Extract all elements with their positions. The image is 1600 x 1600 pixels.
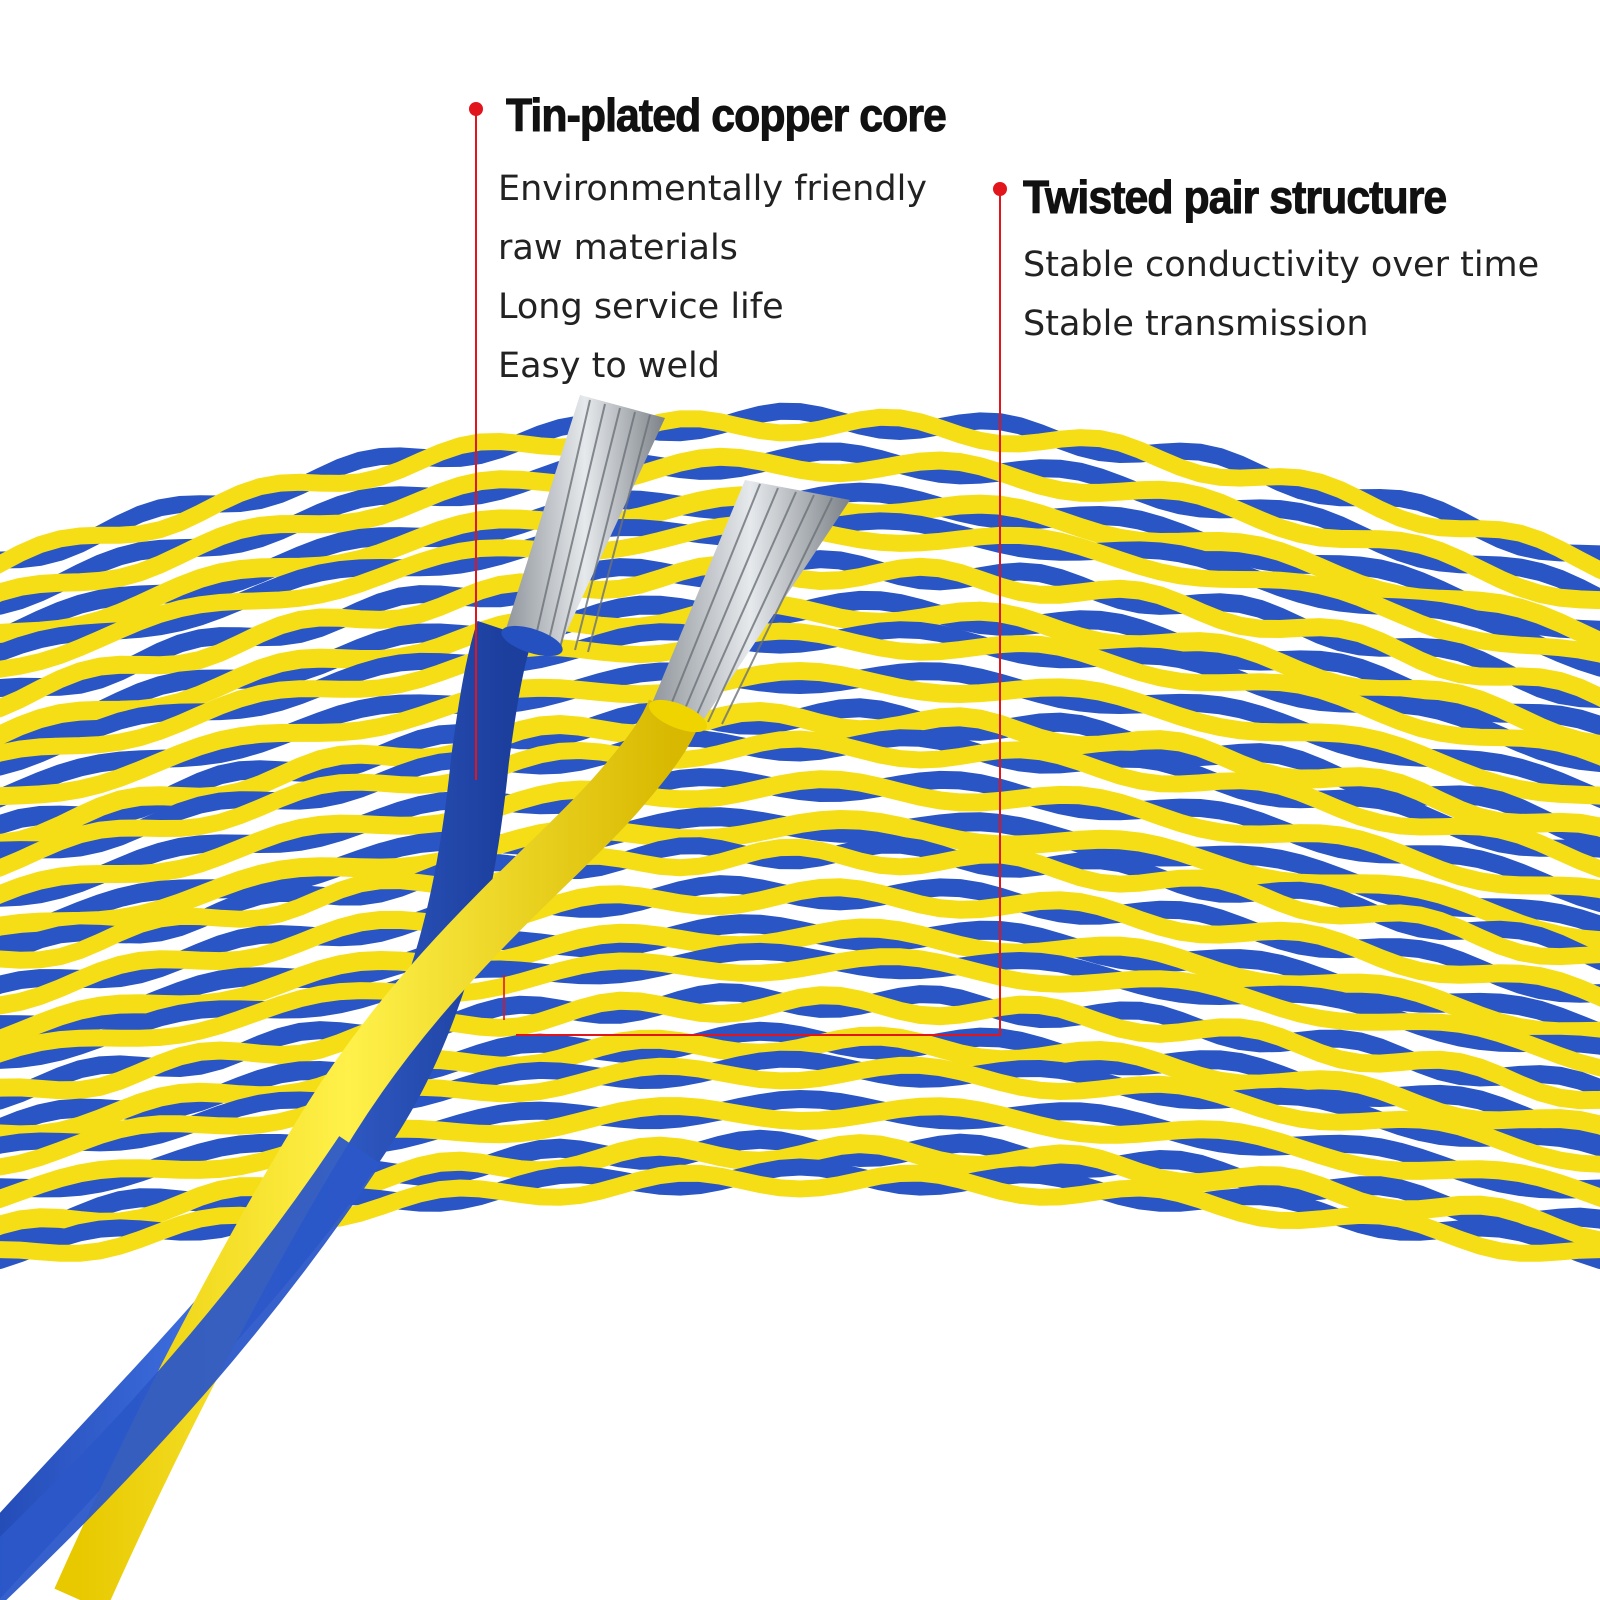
core-callout-dot — [469, 102, 483, 116]
structure-callout-bracket-bottom — [516, 1034, 1001, 1036]
core-callout-features: Environmentally friendly raw materials L… — [498, 160, 927, 396]
coil-yellow-strand — [0, 838, 1600, 969]
coil-blue-strand — [0, 942, 1600, 1069]
structure-feature-line: Stable transmission — [1023, 304, 1369, 344]
coil-yellow-strand — [0, 918, 1600, 1050]
core-callout-heading: Tin-plated copper core — [506, 89, 948, 142]
coil-blue-strand — [0, 836, 1600, 971]
coil-yellow-strand — [0, 1056, 1600, 1176]
core-feature-line: Long service life — [498, 287, 784, 327]
structure-callout-heading: Twisted pair structure — [1023, 171, 1448, 224]
coil-yellow-strand — [0, 1134, 1600, 1251]
coil-yellow-strand — [0, 555, 1600, 718]
coil-blue-strand — [0, 729, 1600, 859]
structure-callout-dot — [993, 182, 1007, 196]
structure-feature-line: Stable conductivity over time — [1023, 245, 1540, 285]
coil-yellow-strand — [0, 408, 1600, 580]
coil-yellow-strand — [0, 948, 1600, 1077]
coil-yellow-strand — [0, 730, 1600, 878]
coil-blue-strand — [0, 662, 1600, 809]
structure-callout-bracket-side — [503, 975, 505, 1020]
core-callout-leader-line — [475, 112, 477, 780]
coil-yellow-strand — [0, 593, 1600, 755]
coil-yellow-strand — [0, 1026, 1600, 1145]
coil-yellow-strand — [0, 661, 1600, 806]
coil-yellow-strand — [0, 809, 1600, 951]
core-feature-line: Easy to weld — [498, 346, 720, 386]
structure-callout-features: Stable conductivity over time Stable tra… — [1023, 236, 1539, 354]
coil-yellow-strand — [0, 986, 1600, 1110]
coil-yellow-strand — [0, 770, 1600, 904]
coil-yellow-strand — [0, 622, 1600, 766]
core-feature-line: raw materials — [498, 228, 738, 268]
coil-yellow-strand — [0, 878, 1600, 1015]
core-feature-line: Environmentally friendly — [498, 169, 928, 209]
coil-blue-strand — [0, 1089, 1600, 1199]
coil-yellow-strand — [0, 1164, 1600, 1262]
structure-callout-leader-line — [999, 192, 1001, 1036]
coil-blue-strand — [0, 1050, 1600, 1157]
coil-yellow-strand — [0, 447, 1600, 610]
coil-yellow-strand — [0, 1097, 1600, 1209]
